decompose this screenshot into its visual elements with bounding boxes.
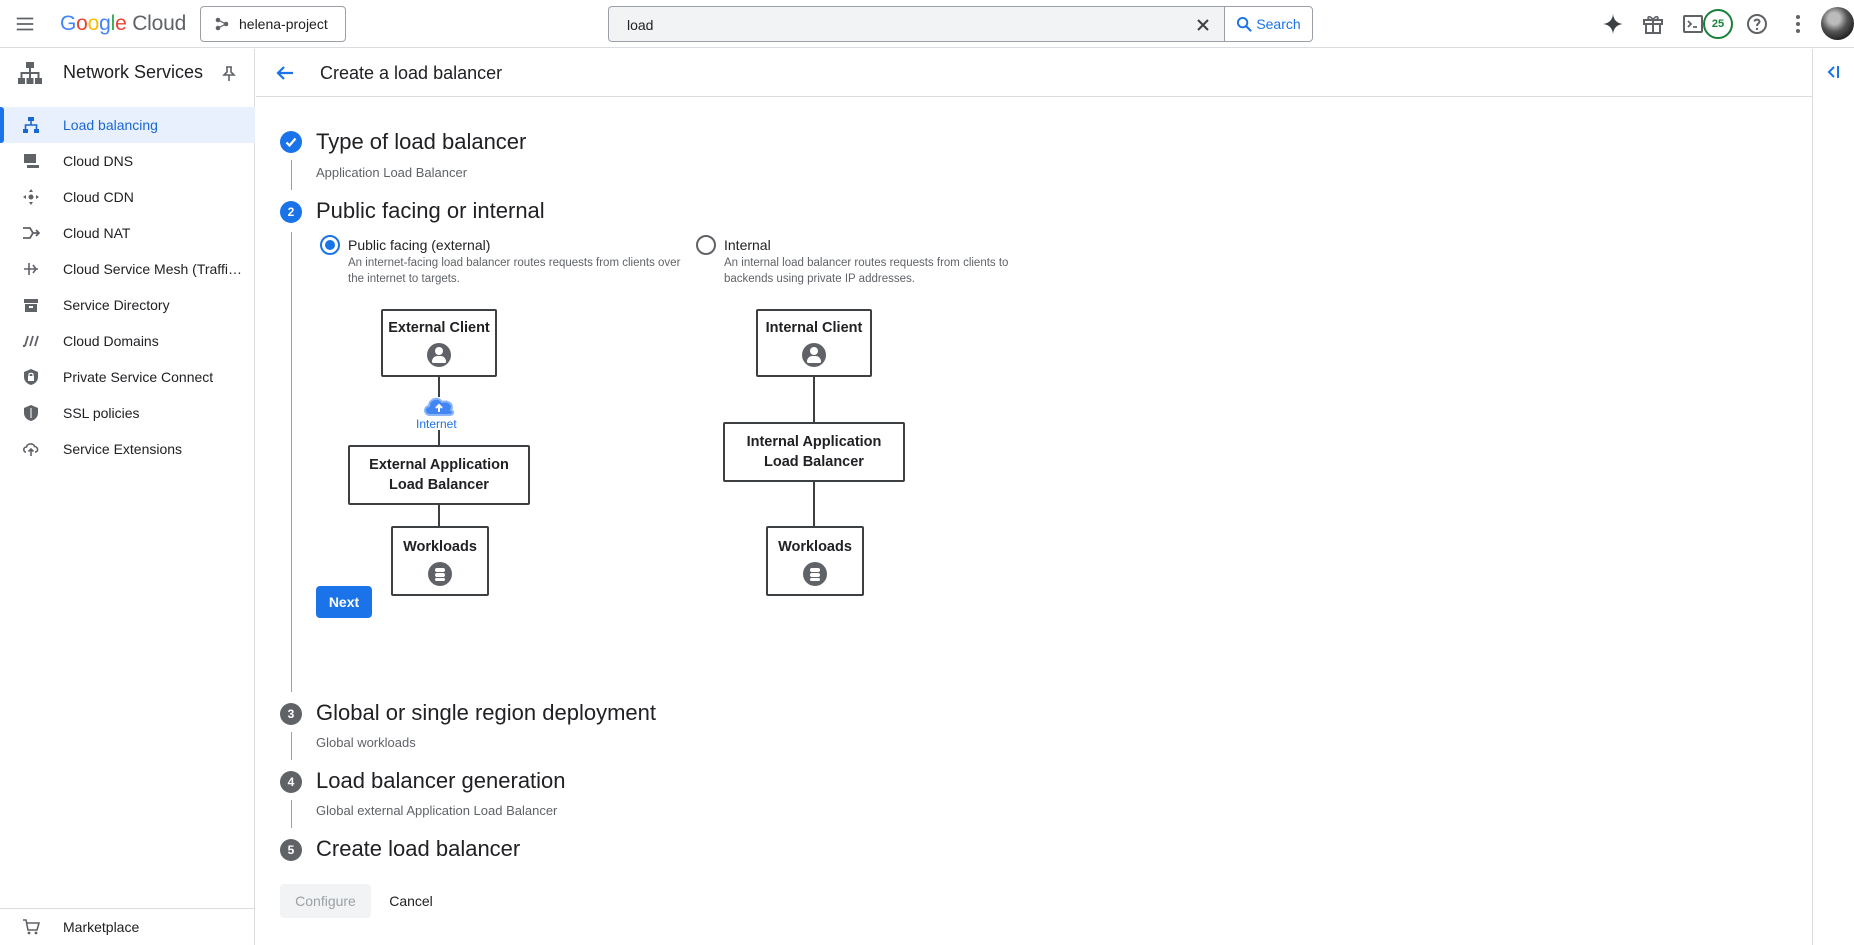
internal-workloads-box: Workloads: [766, 526, 864, 596]
sidebar-header: Network Services: [0, 49, 255, 97]
load-balancing-icon: [23, 117, 39, 133]
step-3-subtitle: Global workloads: [316, 735, 416, 750]
step-3-number: 3: [280, 703, 302, 725]
external-workloads-box: Workloads: [391, 526, 489, 596]
external-load-balancer-box: External Application Load Balancer: [348, 445, 530, 505]
marketplace-cart-icon: [23, 919, 40, 935]
sidebar-item-service-directory[interactable]: Service Directory: [0, 287, 255, 323]
project-picker-button[interactable]: helena-project: [200, 6, 346, 42]
database-icon: [428, 562, 452, 586]
project-name: helena-project: [239, 16, 328, 32]
ssl-policies-icon: [24, 405, 38, 421]
internet-cloud-icon: [424, 397, 455, 416]
connector-line: [813, 482, 815, 526]
page-header: Create a load balancer: [256, 49, 1812, 97]
sidebar-item-cloud-service-mesh[interactable]: Cloud Service Mesh (Traffic Director): [0, 251, 255, 287]
public-facing-label[interactable]: Public facing (external): [348, 237, 491, 253]
search-button[interactable]: Search: [1224, 6, 1313, 42]
connector-line: [438, 505, 440, 526]
step-4-subtitle: Global external Application Load Balance…: [316, 803, 558, 818]
service-extensions-icon: [23, 443, 39, 456]
external-client-box: External Client: [381, 309, 497, 377]
back-arrow-icon[interactable]: [274, 62, 296, 84]
step-3-title: Global or single region deployment: [316, 700, 656, 725]
right-side-panel: [1812, 49, 1854, 945]
step-connector: [291, 232, 292, 692]
sidebar-item-load-balancing[interactable]: Load balancing: [0, 107, 255, 143]
internal-description: An internal load balancer routes request…: [724, 257, 1009, 285]
step-connector: [291, 800, 292, 828]
step-5-number: 5: [280, 839, 302, 861]
service-directory-icon: [24, 299, 38, 312]
internal-client-box: Internal Client: [756, 309, 872, 377]
step-1-subtitle: Application Load Balancer: [316, 165, 468, 180]
search-input[interactable]: [627, 15, 1167, 35]
gift-icon[interactable]: [1641, 12, 1665, 36]
domains-icon: [22, 335, 39, 348]
next-button[interactable]: Next: [316, 586, 372, 618]
sidebar-item-cloud-cdn[interactable]: Cloud CDN: [0, 179, 255, 215]
more-options-icon[interactable]: [1786, 12, 1810, 36]
radio-public-facing[interactable]: [320, 235, 340, 255]
cdn-icon: [23, 189, 39, 205]
private-service-connect-icon: [24, 369, 38, 385]
connector-line: [438, 430, 440, 445]
main-content: Create a load balancer: [256, 49, 1812, 945]
user-icon: [802, 343, 826, 367]
internal-label[interactable]: Internal: [724, 237, 771, 253]
network-services-icon: [18, 62, 42, 84]
google-cloud-logo[interactable]: Google Cloud: [60, 12, 187, 35]
configure-button[interactable]: Configure: [280, 884, 371, 918]
sidebar-item-service-extensions[interactable]: Service Extensions: [0, 431, 255, 467]
sidebar-title: Network Services: [63, 62, 204, 82]
sidebar-item-cloud-nat[interactable]: Cloud NAT: [0, 215, 255, 251]
connector-line: [813, 377, 815, 422]
account-avatar[interactable]: [1821, 7, 1854, 40]
step-2-number: 2: [280, 201, 302, 223]
main-menu-icon[interactable]: [14, 13, 36, 35]
top-bar: Google Cloud helena-project Search 25: [0, 0, 1854, 48]
gemini-sparkle-icon[interactable]: [1601, 12, 1625, 36]
public-facing-description: An internet-facing load balancer routes …: [348, 257, 681, 285]
user-icon: [427, 343, 451, 367]
database-icon: [803, 562, 827, 586]
service-mesh-icon: [24, 263, 38, 275]
step-4-number: 4: [280, 771, 302, 793]
internet-label: Internet: [416, 417, 457, 431]
step-connector: [291, 732, 292, 760]
step-4-title: Load balancer generation: [316, 768, 566, 793]
sidebar-item-cloud-dns[interactable]: Cloud DNS: [0, 143, 255, 179]
step-connector: [291, 160, 292, 190]
search-icon: [1237, 16, 1253, 32]
sidebar-item-private-service-connect[interactable]: Private Service Connect: [0, 359, 255, 395]
notifications-badge[interactable]: 25: [1703, 9, 1733, 39]
sidebar-item-ssl-policies[interactable]: SSL policies: [0, 395, 255, 431]
sidebar-item-cloud-domains[interactable]: Cloud Domains: [0, 323, 255, 359]
clear-search-icon[interactable]: [1194, 16, 1212, 34]
search-box: [608, 6, 1224, 42]
step-1-title[interactable]: Type of load balancer: [316, 129, 527, 154]
step-5-title: Create load balancer: [316, 836, 521, 861]
cloud-shell-terminal-icon[interactable]: [1681, 12, 1705, 36]
help-icon[interactable]: [1745, 12, 1769, 36]
dns-icon: [24, 154, 39, 168]
nat-icon: [23, 227, 40, 239]
sidebar: Network Services Load balancing Cloud DN…: [0, 49, 255, 945]
page-title: Create a load balancer: [320, 63, 503, 83]
step-2-title: Public facing or internal: [316, 198, 545, 223]
sidebar-item-marketplace[interactable]: Marketplace: [0, 908, 255, 944]
connector-line: [438, 377, 440, 397]
cancel-button[interactable]: Cancel: [389, 893, 433, 909]
expand-panel-icon[interactable]: [1824, 64, 1842, 80]
step-1-done-check-icon: [280, 131, 302, 153]
pin-icon[interactable]: [222, 66, 236, 82]
radio-internal[interactable]: [696, 235, 716, 255]
project-icon: [215, 17, 229, 31]
internal-load-balancer-box: Internal Application Load Balancer: [723, 422, 905, 482]
